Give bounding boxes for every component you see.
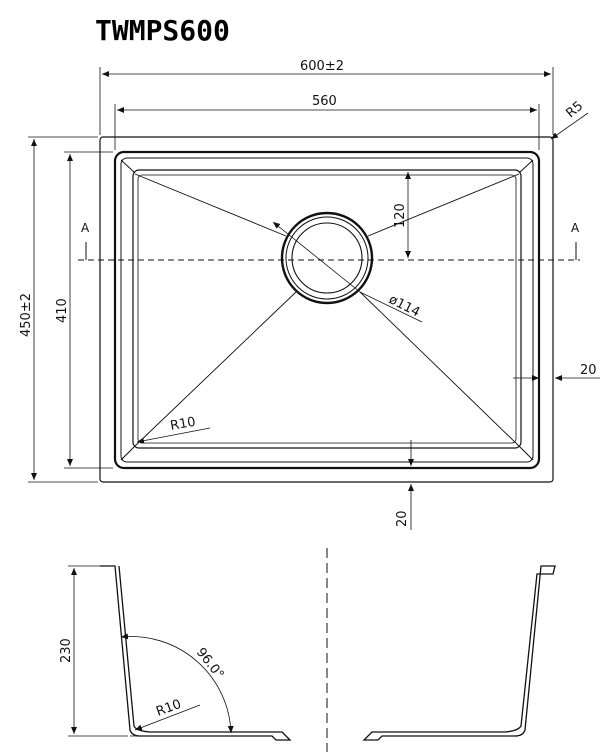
- dim-flange-bottom: 20: [395, 510, 410, 527]
- top-view: A A 600±2 560 R5 450±2 410 120 ø114: [19, 59, 600, 530]
- drain-inner: [291, 222, 363, 294]
- leader-r10-section: [134, 704, 201, 731]
- bowl-outer-edge: [113, 150, 541, 470]
- dim-drain-diameter: ø114: [386, 292, 422, 320]
- slope-line: [359, 291, 520, 447]
- leader-drain-diameter: [272, 221, 361, 293]
- slope-line: [134, 173, 287, 237]
- dim-outer-radius: R5: [563, 99, 586, 122]
- bowl-inner-edge: [120, 157, 534, 463]
- dim-drain-offset: 120: [393, 203, 408, 228]
- model-title: TWMPS600: [95, 14, 230, 47]
- dim-inner-radius-top: R10: [169, 415, 197, 434]
- bowl-bottom-inner-outline: [137, 174, 517, 444]
- section-view: 230 96.0° R10: [59, 548, 556, 752]
- dim-height: 230: [59, 638, 74, 663]
- dim-bottom-radius: R10: [154, 697, 183, 720]
- dim-wall-angle: 96.0°: [193, 645, 227, 682]
- outer-flange-outline: [99, 136, 554, 483]
- drain-mid: [285, 216, 369, 300]
- leader-r10-top: [136, 427, 211, 444]
- section-mark-left: A: [81, 221, 90, 235]
- slope-line: [367, 173, 520, 237]
- slope-line: [134, 291, 297, 447]
- dim-overall-width: 600±2: [300, 59, 344, 74]
- dim-overall-depth: 450±2: [19, 293, 34, 337]
- dim-inner-width: 560: [312, 94, 337, 109]
- bowl-bottom-outline: [132, 169, 522, 449]
- dim-inner-depth: 410: [55, 298, 70, 323]
- leader-r5: [550, 112, 589, 140]
- dim-flange-right: 20: [580, 363, 597, 378]
- section-mark-right: A: [571, 221, 580, 235]
- angle-arc: [120, 633, 234, 734]
- drain-outer: [280, 211, 374, 305]
- section-right-wall: [362, 565, 556, 741]
